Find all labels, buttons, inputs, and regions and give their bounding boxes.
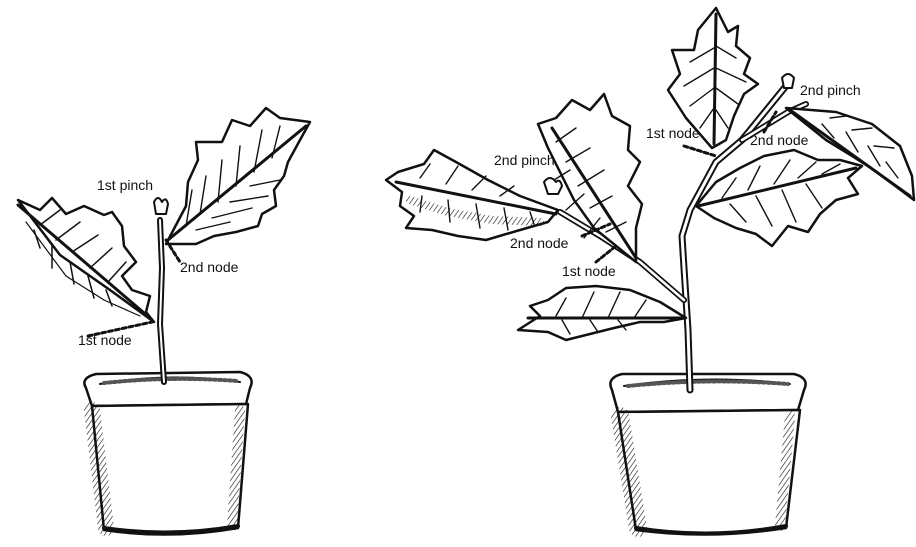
left-plant — [18, 108, 310, 535]
label-right-2nd-node: 2nd node — [750, 133, 808, 147]
right-pot — [610, 374, 805, 535]
label-right-side-2nd-node: 2nd node — [510, 236, 568, 250]
left-plant-left-leaf — [18, 198, 154, 322]
right-side-1st-node-leader — [596, 246, 616, 262]
right-middle-leaf — [696, 150, 862, 246]
label-left-2nd-node: 2nd node — [180, 260, 238, 274]
label-left-1st-node: 1st node — [78, 333, 132, 347]
label-right-side-2nd-pinch: 2nd pinch — [494, 153, 555, 167]
right-side-pinch-bud — [544, 178, 562, 194]
label-right-side-1st-node: 1st node — [562, 264, 616, 278]
left-plant-right-leaf — [166, 108, 310, 244]
label-right-1st-node: 1st node — [646, 126, 700, 140]
label-right-top-2nd-pinch: 2nd pinch — [800, 83, 861, 97]
left-pot — [84, 372, 251, 535]
left-pinch-bud — [154, 198, 168, 214]
label-left-1st-pinch: 1st pinch — [97, 178, 153, 192]
right-top-pinch-bud — [782, 74, 794, 88]
right-lower-leaf — [518, 286, 686, 340]
